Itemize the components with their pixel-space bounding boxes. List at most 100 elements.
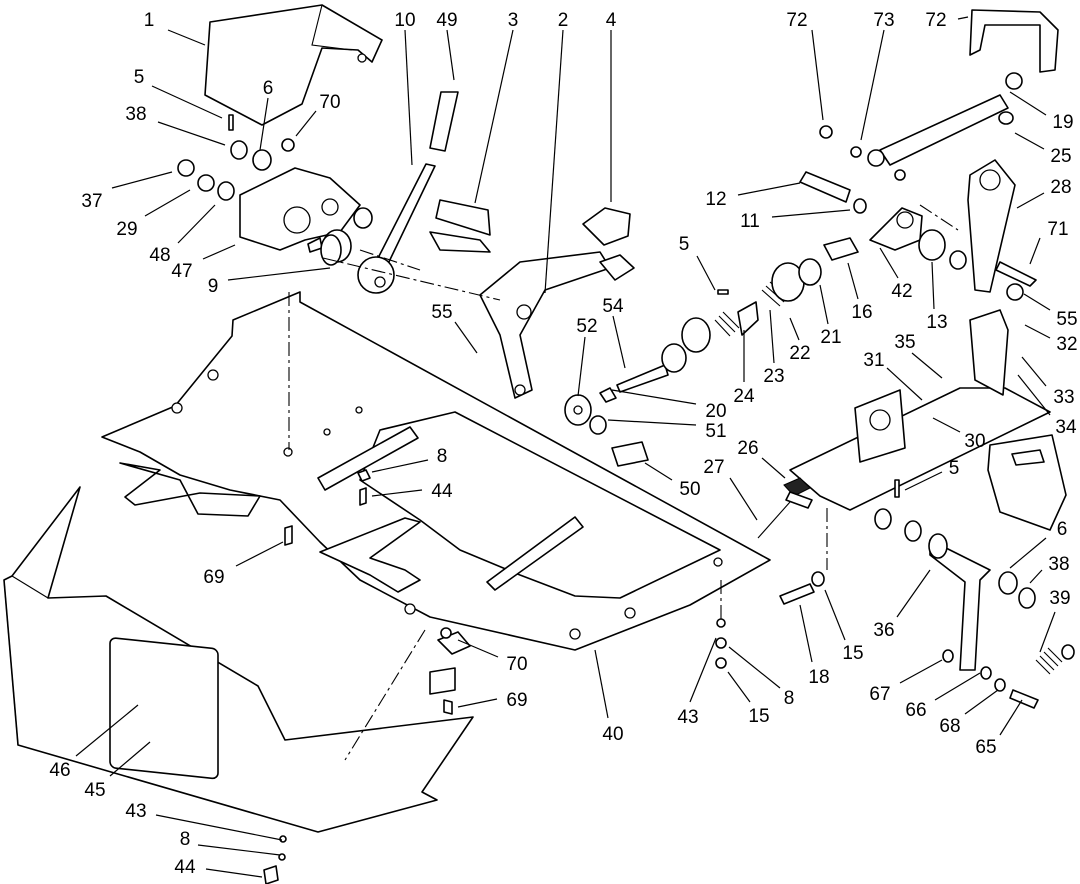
- callout-number: 23: [763, 366, 784, 387]
- callout-number: 39: [1049, 588, 1070, 609]
- callout-leader: [964, 689, 999, 715]
- callout-number: 36: [873, 620, 894, 641]
- callout-70: 70: [457, 639, 528, 675]
- callout-leader: [879, 247, 899, 279]
- callout-leader: [789, 317, 800, 341]
- callout-38: 38: [1029, 554, 1070, 584]
- callout-51: 51: [607, 419, 727, 442]
- callout-18: 18: [799, 604, 830, 688]
- callout-44: 44: [174, 857, 263, 878]
- callout-48: 48: [149, 204, 216, 266]
- callout-leader: [689, 637, 717, 703]
- callout-29: 29: [116, 189, 191, 240]
- callout-leader: [860, 29, 885, 141]
- callout-number: 16: [851, 302, 872, 323]
- callout-5: 5: [679, 234, 716, 291]
- callout-5: 5: [904, 458, 959, 491]
- hardware-middle: [564, 262, 805, 467]
- callout-72: 72: [925, 10, 969, 31]
- callout-69: 69: [457, 690, 528, 711]
- callout-47: 47: [171, 244, 236, 282]
- linkage-arm-2: [479, 251, 611, 399]
- callout-number: 43: [677, 707, 698, 728]
- callout-number: 66: [905, 700, 926, 721]
- callout-71: 71: [1029, 219, 1069, 265]
- callout-39: 39: [1039, 588, 1071, 653]
- slot-bracket-right: [486, 516, 584, 591]
- callout-10: 10: [394, 10, 416, 166]
- callout-36: 36: [873, 569, 931, 641]
- pedal-3: [429, 199, 491, 253]
- callout-number: 27: [703, 457, 724, 478]
- callout-leader: [728, 646, 781, 689]
- callout-leader: [896, 569, 931, 618]
- callout-37: 37: [81, 171, 173, 212]
- callout-leader: [205, 868, 263, 878]
- callout-leader: [457, 639, 499, 658]
- callout-leader: [999, 699, 1023, 736]
- callout-leader: [144, 189, 191, 217]
- callout-number: 69: [506, 690, 527, 711]
- callout-leader: [177, 204, 216, 244]
- callout-number: 8: [180, 829, 191, 850]
- arm-36: [779, 479, 1075, 709]
- callout-number: 65: [975, 737, 996, 758]
- callout-leader: [167, 29, 206, 46]
- callout-number: 55: [1056, 309, 1077, 330]
- callout-leader: [769, 309, 775, 364]
- callout-49: 49: [436, 10, 458, 81]
- callout-28: 28: [1016, 177, 1072, 209]
- callout-15: 15: [727, 671, 770, 727]
- hardware-right: [798, 159, 1037, 301]
- callout-leader: [932, 417, 961, 433]
- callout-leader: [911, 352, 943, 379]
- callout-leader: [904, 471, 943, 491]
- callout-67: 67: [869, 659, 943, 705]
- callout-number: 29: [116, 219, 137, 240]
- callout-number: 10: [394, 10, 415, 31]
- callout-leader: [151, 85, 223, 119]
- callout-leader: [811, 29, 824, 121]
- callout-leader: [227, 267, 331, 281]
- callout-leader: [899, 659, 943, 684]
- callout-number: 8: [784, 688, 795, 709]
- callout-number: 72: [786, 10, 807, 31]
- washer-9: [320, 234, 342, 266]
- callout-number: 51: [705, 421, 726, 442]
- callout-number: 6: [263, 78, 274, 99]
- callout-number: 50: [679, 479, 700, 500]
- callout-number: 5: [679, 234, 690, 255]
- callout-number: 35: [894, 332, 915, 353]
- callout-number: 73: [873, 10, 894, 31]
- callout-number: 32: [1056, 334, 1077, 355]
- slot-bracket-left: [317, 426, 419, 491]
- callout-number: 68: [939, 716, 960, 737]
- callout-number: 1: [144, 10, 155, 31]
- callout-20: 20: [611, 389, 727, 422]
- callout-33: 33: [1021, 356, 1075, 408]
- callout-27: 27: [703, 457, 758, 521]
- callout-leader: [446, 29, 455, 81]
- callout-leader: [771, 209, 851, 218]
- callout-number: 45: [84, 780, 105, 801]
- callout-leader: [457, 698, 498, 708]
- callout-25: 25: [1014, 132, 1072, 167]
- callout-number: 49: [436, 10, 457, 31]
- callout-number: 15: [842, 643, 863, 664]
- callout-number: 33: [1053, 387, 1074, 408]
- callout-leader: [1017, 374, 1051, 416]
- callout-number: 44: [431, 481, 453, 502]
- callout-number: 11: [740, 211, 760, 232]
- callout-43: 43: [125, 801, 283, 841]
- callout-number: 9: [208, 276, 219, 297]
- callout-number: 30: [964, 431, 985, 452]
- callout-9: 9: [208, 267, 331, 297]
- callout-leader: [157, 121, 226, 146]
- callout-leader: [819, 284, 829, 325]
- callout-54: 54: [602, 296, 626, 369]
- callout-number: 26: [737, 438, 758, 459]
- callout-leader: [1023, 293, 1051, 311]
- callout-15: 15: [824, 589, 864, 664]
- callout-leader: [404, 29, 413, 166]
